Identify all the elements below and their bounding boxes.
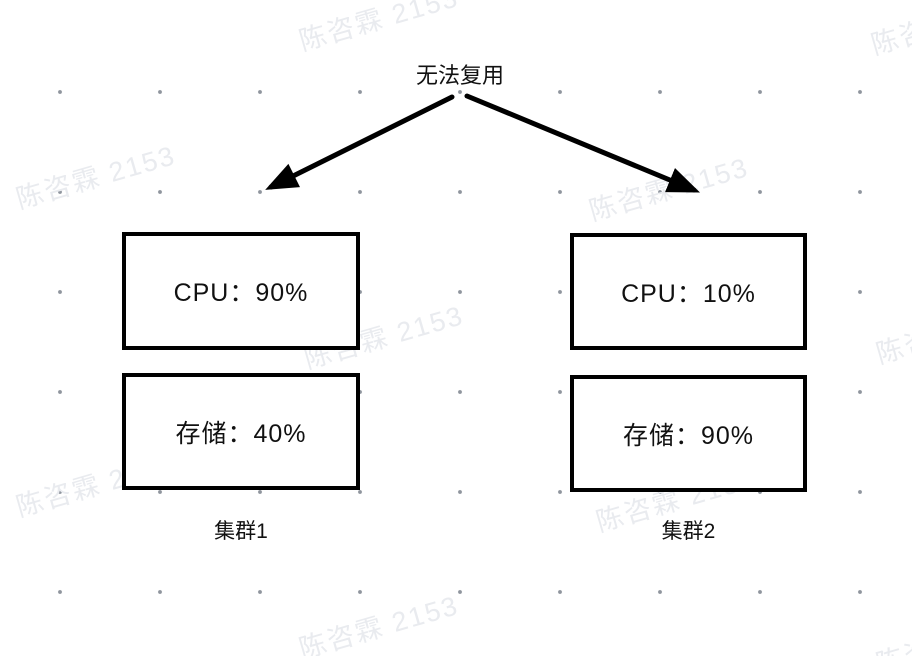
cluster2-storage-box: 存储：90% [570,375,807,492]
cluster1-storage-box: 存储：40% [122,373,360,490]
cluster2-label: 集群2 [661,520,716,543]
cluster1-cpu-text: CPU：90% [173,279,309,307]
cluster2-cpu-box: CPU：10% [570,233,807,350]
diagram-title: 无法复用 [415,63,505,88]
arrow-right [464,93,701,193]
cluster2-cpu-text: CPU：10% [621,279,756,308]
arrow-left [265,94,455,190]
cluster1-storage-text: 存储：40% [175,419,307,448]
cluster2-storage-text: 存储：90% [622,421,755,450]
cluster1-label: 集群1 [214,520,268,543]
cluster1-cpu-box: CPU：90% [122,232,360,350]
